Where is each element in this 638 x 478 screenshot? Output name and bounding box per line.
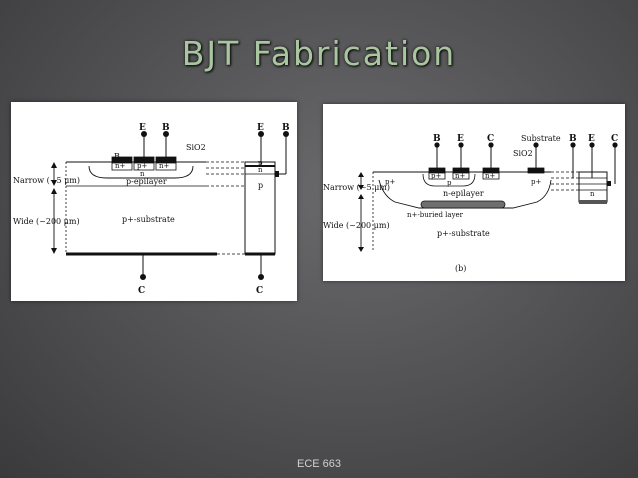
p-base-label: p — [447, 179, 452, 187]
base-contact-label: B — [114, 152, 120, 161]
column-emitter-label: E — [588, 134, 595, 144]
wide-dimension-label: Wide (~200 μm) — [323, 221, 390, 230]
base-label: B — [162, 123, 170, 133]
epilayer-label: n-epilayer — [443, 189, 484, 198]
contact-n-plus-1: n+ — [455, 172, 466, 180]
contact-n-plus-2: n+ — [485, 172, 496, 180]
figure-integrated-npn-cross-section: B E C Substrate B E C SiO2 p+ n+ n+ p p+… — [323, 104, 625, 281]
column-collector-label: C — [611, 134, 618, 144]
oxide-label: SiO2 — [513, 149, 533, 158]
epilayer-label: p-epilayer — [126, 177, 167, 186]
oxide-label: SiO2 — [186, 143, 206, 152]
slide-title: BJT Fabrication — [181, 34, 457, 73]
emitter-label: E — [457, 134, 464, 144]
contact-p-plus: p+ — [431, 172, 441, 180]
substrate-label: p+-substrate — [122, 215, 175, 224]
contact-n-plus-1: n+ — [115, 162, 126, 170]
column-emitter-label: E — [257, 123, 264, 133]
column-n-label: n — [258, 166, 263, 174]
substrate-terminal-label: Substrate — [521, 134, 561, 143]
contact-p-plus: p+ — [137, 162, 147, 170]
n-region-label: n — [140, 170, 145, 178]
column-p-top-label: p — [258, 159, 263, 167]
emitter-label: E — [139, 123, 146, 133]
figure-caption: (b) — [455, 264, 466, 273]
wide-dimension-label: Wide (~200 μm) — [13, 217, 80, 226]
base-label: B — [433, 134, 441, 144]
figure-npn-cross-section: E B E B C C B SiO2 n+ p+ n+ n Narrow (~5… — [11, 102, 297, 301]
column-collector-label: C — [256, 286, 263, 296]
column-base-label: B — [282, 123, 290, 133]
collector-label: C — [487, 134, 494, 144]
narrow-dimension-label: Narrow (~5 μm) — [13, 176, 80, 185]
column-base-label: B — [569, 134, 577, 144]
narrow-dimension-label: Narrow (~5 μm) — [323, 183, 390, 192]
slide-footer: ECE 663 — [296, 458, 342, 470]
column-n-label: n — [590, 190, 595, 198]
column-p-label: p — [258, 181, 263, 190]
p-plus-isolation-right: p+ — [531, 178, 541, 186]
buried-layer-label: n+-buried layer — [407, 211, 464, 219]
contact-n-plus-2: n+ — [159, 162, 170, 170]
collector-label: C — [138, 286, 145, 296]
substrate-label: p+-substrate — [437, 229, 490, 238]
p-plus-isolation-left: p+ — [385, 178, 395, 186]
